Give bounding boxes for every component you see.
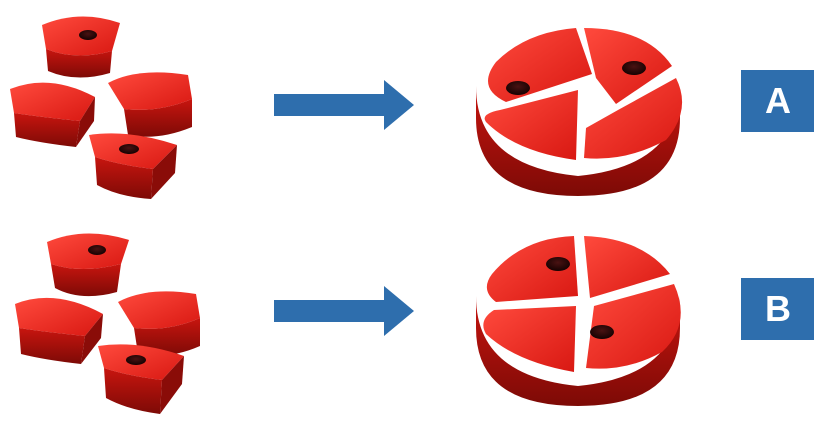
- assembled-disc: [476, 236, 681, 406]
- option-label-a: A: [741, 70, 814, 132]
- option-row-b: B: [0, 206, 814, 414]
- option-row-a: A: [0, 0, 814, 206]
- option-label-b: B: [741, 278, 814, 340]
- right-arrow-icon: [274, 80, 414, 130]
- scattered-pieces: [15, 233, 200, 414]
- scattered-pieces: [10, 16, 192, 199]
- right-arrow-icon: [274, 286, 414, 336]
- assembled-disc: [476, 28, 683, 196]
